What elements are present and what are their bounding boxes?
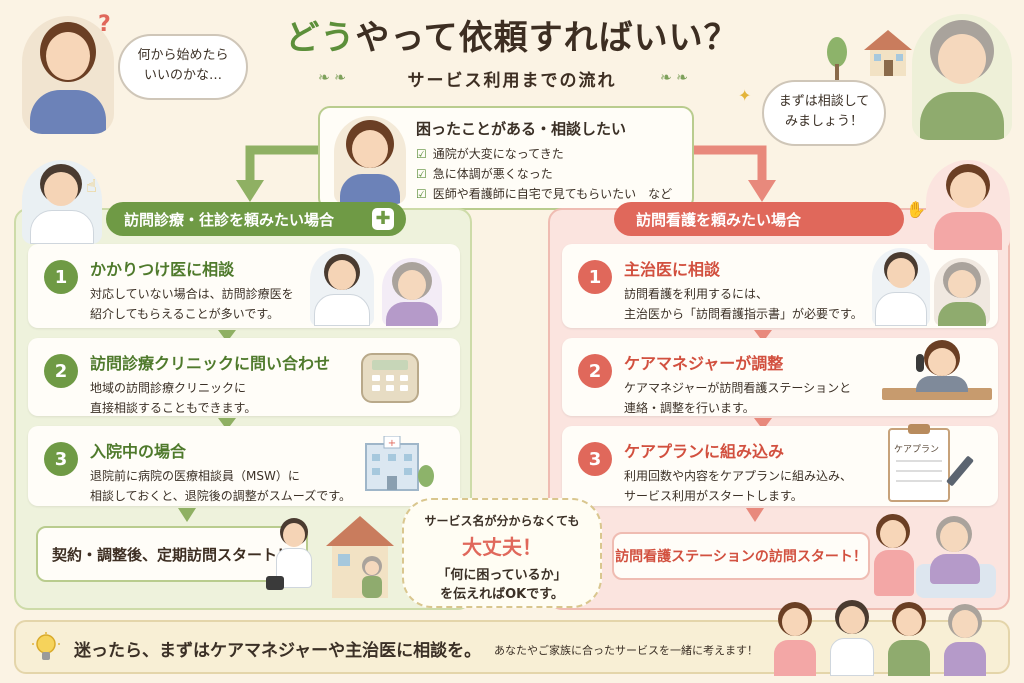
right-step-2: 2 ケアマネジャーが調整 ケアマネジャーが訪問看護ステーションと連絡・調整を行い… bbox=[562, 338, 998, 416]
step-description: 対応していない場合は、訪問診療医を紹介してもらえることが多いです。 bbox=[90, 287, 294, 321]
step-title: 訪問診療クリニックに問い合わせ bbox=[90, 354, 331, 373]
clipboard-icon: ケアプラン bbox=[888, 424, 950, 502]
medical-bag-icon: ✚ bbox=[372, 208, 394, 230]
right-step-1: 1 主治医に相談 訪問看護を利用するには、主治医から「訪問看護指示書」が必要です… bbox=[562, 244, 998, 328]
hospital-icon: + bbox=[365, 436, 434, 491]
right-step-3: 3 ケアプランに組み込み 利用回数や内容をケアプランに組み込み、サービス利用がス… bbox=[562, 424, 998, 506]
checkbox-icon: ☑ bbox=[416, 167, 427, 181]
clipboard-label: ケアプラン bbox=[894, 445, 940, 455]
down-arrow-icon bbox=[746, 508, 764, 522]
bottom-main-text: 迷ったら、まずはケアマネジャーや主治医に相談を。 bbox=[74, 641, 482, 661]
step-title: 主治医に相談 bbox=[624, 260, 721, 279]
leaf-decoration-left: ❧ ❧ bbox=[318, 70, 346, 86]
pen-icon bbox=[946, 455, 974, 487]
left-panel-header: 訪問診療・往診を頼みたい場合 ✚ bbox=[106, 202, 406, 236]
care-manager-on-phone-illustration bbox=[912, 340, 972, 392]
arrow-to-left-branch bbox=[236, 145, 318, 202]
elderly-woman-illustration bbox=[382, 258, 442, 326]
step-description: 訪問看護を利用するには、主治医から「訪問看護指示書」が必要です。 bbox=[624, 287, 863, 321]
left-final-step: 契約・調整後、定期訪問スタート！ bbox=[36, 526, 308, 582]
arrow-to-right-branch bbox=[694, 145, 776, 202]
list-item: ☑急に体調が悪くなった bbox=[416, 167, 553, 181]
tree-icon bbox=[826, 36, 848, 86]
waving-nurse-illustration bbox=[926, 160, 1010, 250]
home-nursing-panel: 訪問看護を頼みたい場合 1 主治医に相談 訪問看護を利用するには、主治医から「訪… bbox=[548, 202, 1010, 610]
thinking-woman-illustration bbox=[22, 16, 114, 134]
home-visit-medical-panel: 訪問診療・往診を頼みたい場合 ✚ 1 かかりつけ医に相談 対応していない場合は、… bbox=[14, 202, 472, 610]
right-final-step: 訪問看護ステーションの訪問スタート！ bbox=[612, 532, 870, 580]
step-number: 1 bbox=[578, 260, 612, 294]
step-number: 2 bbox=[578, 354, 612, 388]
pointing-doctor-illustration bbox=[22, 160, 102, 244]
nurse-visiting-patient-illustration bbox=[874, 510, 998, 606]
list-item: ☑通院が大変になってきた bbox=[416, 147, 564, 161]
leaf-decoration-right: ❧ ❧ bbox=[660, 70, 688, 86]
phone-icon bbox=[361, 353, 419, 403]
checkbox-icon: ☑ bbox=[416, 147, 427, 161]
step-description: 利用回数や内容をケアプランに組み込み、サービス利用がスタートします。 bbox=[624, 469, 853, 503]
step-title: かかりつけ医に相談 bbox=[90, 260, 235, 279]
house-with-grandma-illustration bbox=[326, 516, 394, 598]
house-illustration bbox=[858, 22, 918, 82]
note-line: サービス名が分からなくても bbox=[424, 514, 580, 528]
left-step-2: 2 訪問診療クリニックに問い合わせ 地域の訪問診療クリニックに直接相談することも… bbox=[28, 338, 460, 416]
elderly-woman-illustration bbox=[934, 258, 990, 326]
question-mark-icon: ? bbox=[98, 12, 111, 37]
list-item: ☑医師や看護師に自宅で見てもらいたい など bbox=[416, 187, 673, 201]
lightbulb-icon bbox=[32, 632, 60, 664]
svg-text:+: + bbox=[388, 438, 396, 449]
pointing-hand-icon: ☝ bbox=[86, 176, 97, 197]
speech-bubble-right: まずは相談してみましょう！ bbox=[762, 80, 886, 146]
bottom-sub-text: あなたやご家族に合ったサービスを一緒に考えます！ bbox=[494, 644, 758, 657]
step-description: 退院前に病院の医療相談員（MSW）に相談しておくと、退院後の調整がスムーズです。 bbox=[90, 469, 352, 503]
step-number: 1 bbox=[44, 260, 78, 294]
step-description: 地域の訪問診療クリニックに直接相談することもできます。 bbox=[90, 381, 257, 415]
walking-doctor-illustration bbox=[266, 516, 316, 600]
step-description: ケアマネジャーが訪問看護ステーションと連絡・調整を行います。 bbox=[624, 381, 852, 415]
waving-hand-icon: ✋ bbox=[906, 200, 926, 219]
reassurance-note: サービス名が分からなくても 大丈夫！ 「何に困っているか」 を伝えればOKです。 bbox=[402, 498, 602, 608]
doctor-illustration bbox=[310, 248, 374, 326]
concern-heading: 困ったことがある・相談したい bbox=[416, 120, 627, 138]
right-panel-header: 訪問看護を頼みたい場合 bbox=[614, 202, 904, 236]
care-team-illustration bbox=[768, 598, 1008, 676]
note-line: を伝えればOKです。 bbox=[440, 587, 564, 602]
speech-bubble-left: 何から始めたらいいのかな… bbox=[118, 34, 248, 100]
note-emphasis: 大丈夫！ bbox=[462, 535, 542, 559]
doctor-illustration bbox=[872, 248, 930, 326]
step-title: ケアマネジャーが調整 bbox=[624, 354, 784, 373]
step-title: 入院中の場合 bbox=[90, 442, 187, 461]
elderly-woman-illustration bbox=[912, 14, 1012, 140]
worried-woman-avatar bbox=[334, 116, 406, 204]
down-arrow-icon bbox=[178, 508, 196, 522]
left-step-1: 1 かかりつけ医に相談 対応していない場合は、訪問診療医を紹介してもらえることが… bbox=[28, 244, 460, 328]
page-subtitle: サービス利用までの流れ bbox=[407, 71, 617, 91]
left-step-3: 3 入院中の場合 退院前に病院の医療相談員（MSW）に相談しておくと、退院後の調… bbox=[28, 426, 460, 506]
step-number: 3 bbox=[578, 442, 612, 476]
concern-box: 困ったことがある・相談したい ☑通院が大変になってきた ☑急に体調が悪くなった … bbox=[318, 106, 694, 210]
step-title: ケアプランに組み込み bbox=[624, 442, 785, 461]
note-line: 「何に困っているか」 bbox=[437, 568, 567, 583]
sparkle-icon: ✦ bbox=[738, 86, 752, 105]
checkbox-icon: ☑ bbox=[416, 187, 427, 201]
concern-list: ☑通院が大変になってきた ☑急に体調が悪くなった ☑医師や看護師に自宅で見てもら… bbox=[416, 144, 672, 204]
step-number: 3 bbox=[44, 442, 78, 476]
step-number: 2 bbox=[44, 354, 78, 388]
page-title: どうやって依頼すればいい？ bbox=[285, 18, 739, 58]
